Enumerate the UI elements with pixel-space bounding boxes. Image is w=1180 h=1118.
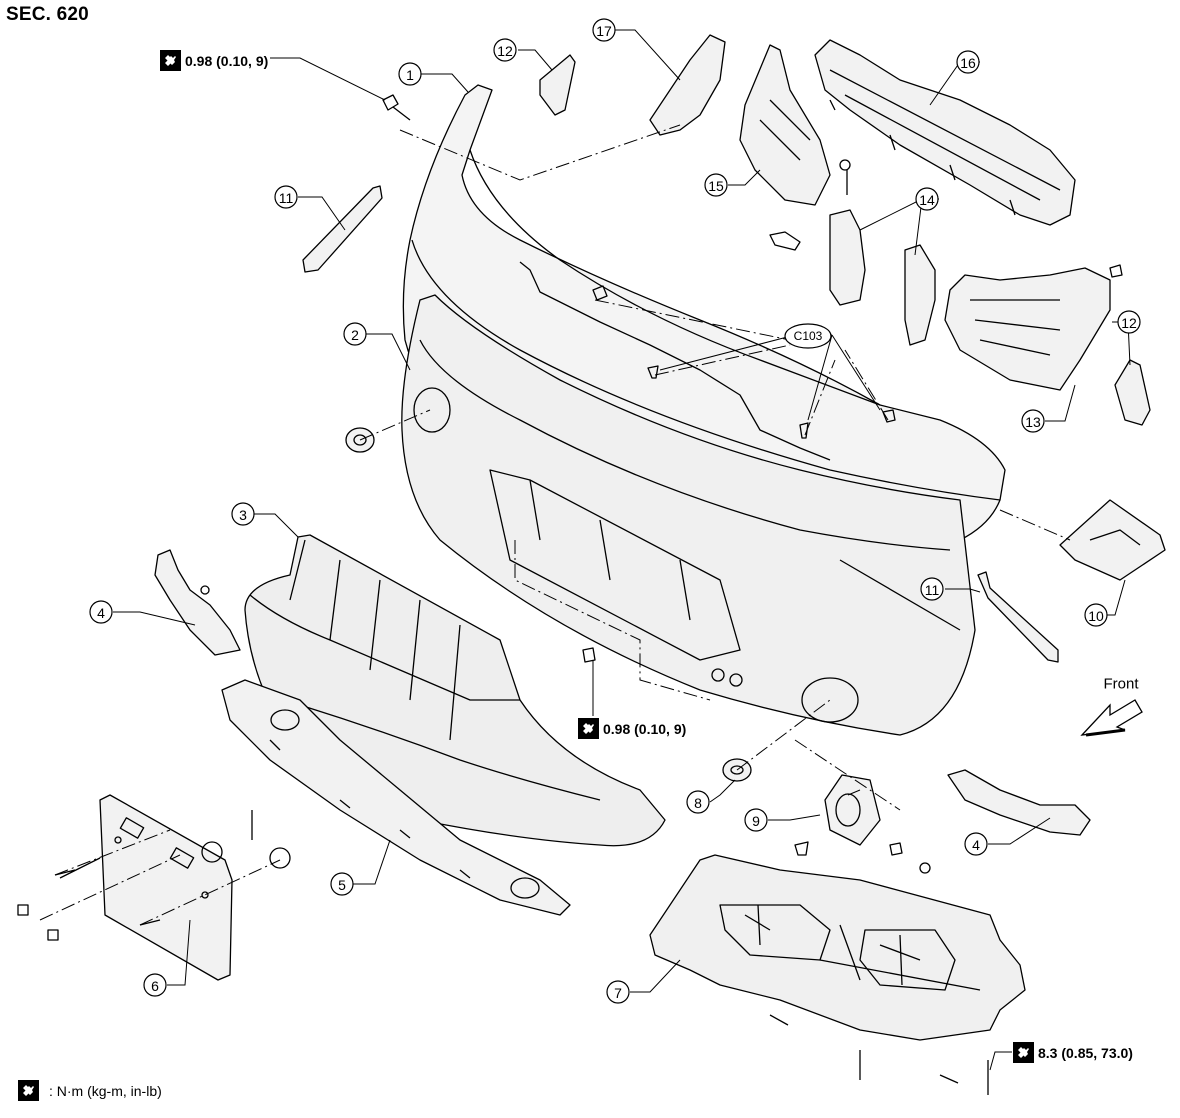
svg-text:13: 13	[1025, 414, 1041, 430]
svg-text:10: 10	[1088, 608, 1104, 624]
svg-text:8: 8	[694, 795, 702, 811]
svg-text:4: 4	[972, 837, 980, 853]
callout-12: 12	[1117, 310, 1141, 334]
svg-text:17: 17	[596, 23, 612, 39]
callout-11: 11	[274, 185, 298, 209]
part-13-bumper-stay	[944, 267, 1111, 391]
part-16-bumper-armature	[814, 39, 1076, 226]
callout-1: 1	[398, 62, 422, 86]
part-15-side-stay	[739, 44, 831, 206]
svg-text:4: 4	[97, 605, 105, 621]
part-12-bracket-upper	[539, 54, 576, 116]
svg-text:12: 12	[497, 43, 513, 59]
svg-text:16: 16	[960, 55, 976, 71]
part-11-strip-upper	[302, 185, 383, 273]
callout-13: 13	[1021, 409, 1045, 433]
assembly-lines	[39, 124, 1071, 926]
part-2-bumper-fascia	[401, 294, 976, 736]
part-11-strip-lower	[977, 571, 1059, 663]
callout-14: 14	[915, 187, 939, 211]
callout-7: 7	[606, 980, 630, 1004]
legend: : N·m (kg-m, in-lb)	[18, 1080, 162, 1101]
torque-wrench-icon	[578, 718, 599, 739]
part-9-fog-lamp	[824, 774, 881, 846]
callout-8: 8	[686, 790, 710, 814]
callout-5: 5	[330, 872, 354, 896]
svg-text:1: 1	[406, 67, 414, 83]
callout-12: 12	[493, 38, 517, 62]
callout-2: 2	[343, 322, 367, 346]
callout-9: 9	[744, 808, 768, 832]
part-14-bracket	[769, 159, 936, 346]
torque-spec-bumper-bolt: 0.98 (0.10, 9)	[160, 50, 268, 71]
svg-text:2: 2	[351, 327, 359, 343]
part-17-side-bracket	[649, 34, 726, 136]
torque-spec-clip: 0.98 (0.10, 9)	[578, 718, 686, 739]
part-4-bracket-right	[947, 769, 1091, 836]
front-arrow-icon	[1080, 699, 1143, 737]
part-6-license-bracket	[99, 794, 233, 981]
svg-text:3: 3	[239, 507, 247, 523]
torque-wrench-icon	[1013, 1042, 1034, 1063]
part-5-lower-reinforcement	[221, 679, 571, 916]
callout-17: 17	[592, 18, 616, 42]
callout-11: 11	[920, 577, 944, 601]
part-4-bracket-left	[154, 549, 241, 656]
front-label: Front	[1103, 676, 1139, 693]
part-7-under-cover	[649, 854, 1026, 1041]
callout-4: 4	[964, 832, 988, 856]
callout-16: 16	[956, 50, 980, 74]
svg-text:12: 12	[1121, 315, 1137, 331]
part-12-bracket-lower	[1114, 359, 1151, 426]
clip-code-c103: C103	[784, 323, 832, 349]
legend-text: : N·m (kg-m, in-lb)	[49, 1082, 162, 1099]
torque-spec-undercover-bolt: 8.3 (0.85, 73.0)	[1013, 1042, 1133, 1063]
callout-15: 15	[704, 173, 728, 197]
callout-10: 10	[1084, 603, 1108, 627]
svg-text:11: 11	[279, 190, 294, 206]
svg-text:9: 9	[752, 813, 760, 829]
torque-wrench-icon	[18, 1080, 39, 1101]
svg-text:11: 11	[925, 582, 940, 598]
svg-text:C103: C103	[794, 329, 823, 343]
part-10-side-bracket	[1059, 499, 1166, 581]
svg-text:14: 14	[919, 192, 935, 208]
svg-text:15: 15	[708, 178, 724, 194]
section-label: SEC. 620	[6, 4, 89, 25]
callout-4: 4	[89, 600, 113, 624]
callout-3: 3	[231, 502, 255, 526]
svg-text:7: 7	[614, 985, 622, 1001]
svg-text:5: 5	[338, 877, 346, 893]
torque-wrench-icon	[160, 50, 181, 71]
callout-6: 6	[143, 973, 167, 997]
svg-text:6: 6	[151, 978, 159, 994]
